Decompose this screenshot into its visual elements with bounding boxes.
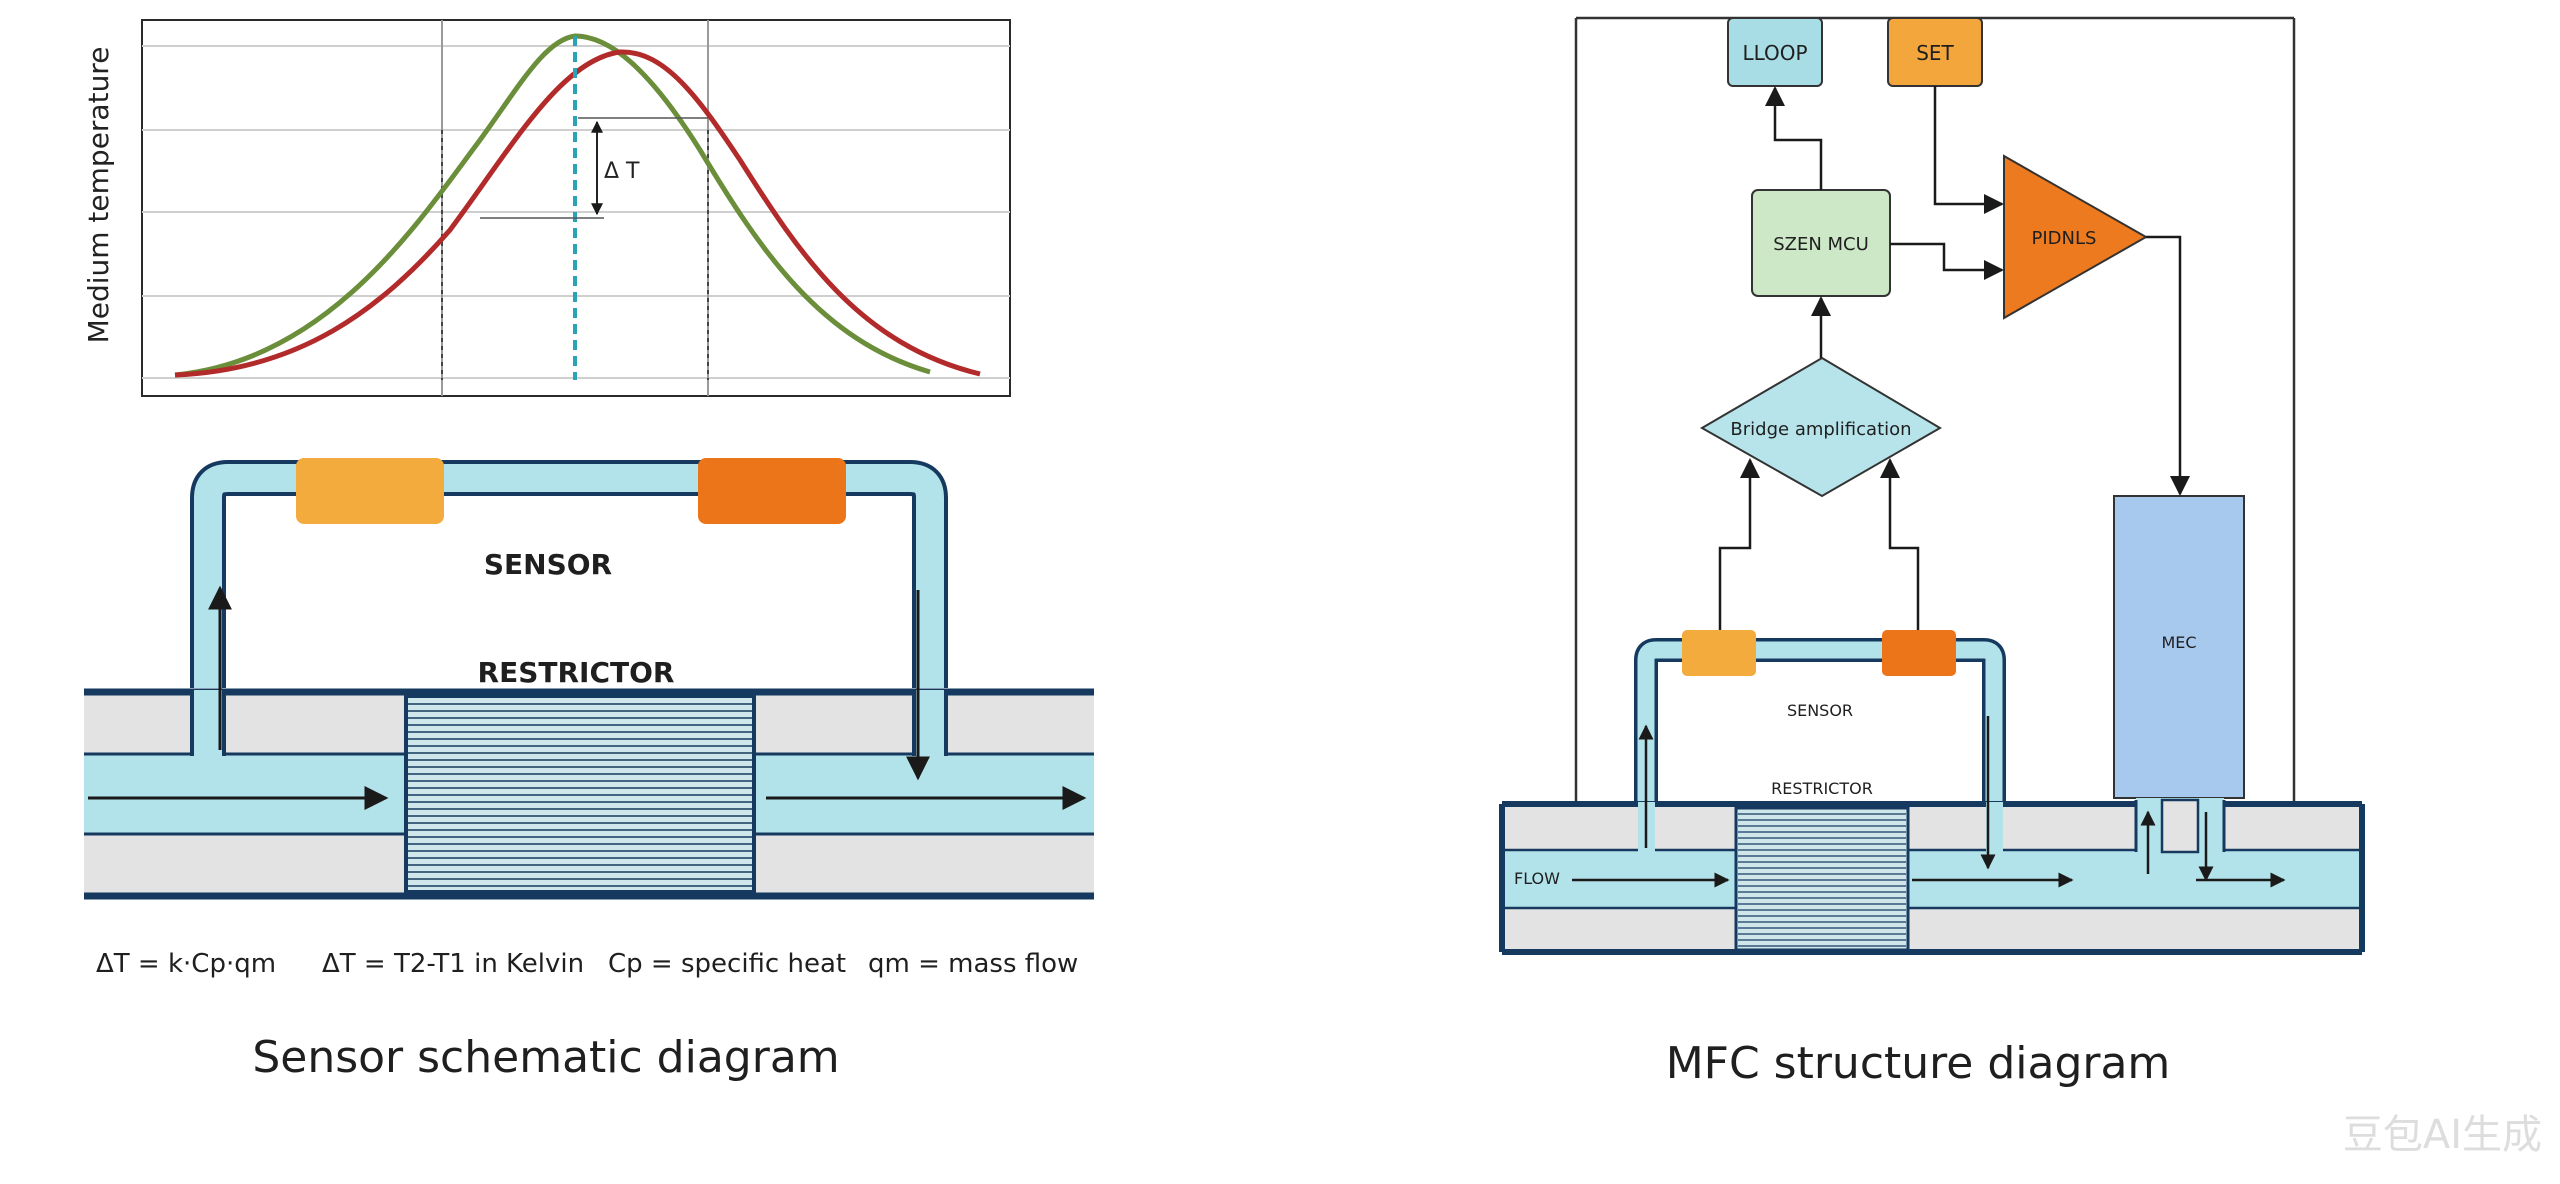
flow-label: FLOW (1514, 869, 1560, 888)
formula-delta-t: ΔT = k·Cp·qm (96, 949, 276, 979)
valve-seat (2160, 798, 2200, 854)
mini-bypass-tube-inner (1637, 641, 2003, 862)
mfc-structure: LLOOP SET SZEN MCU PIDNLS Bridge amplifi… (1499, 16, 2365, 1089)
temperature-profile-chart: Δ T Medium temperature (82, 19, 1011, 397)
tube-entry-left (194, 690, 222, 756)
downstream-temperature-curve (174, 49, 981, 378)
formula-specific-heat: Cp = specific heat (608, 949, 846, 979)
set-to-pid-connector (1933, 86, 2004, 214)
mini-heater-downstream (1882, 630, 1956, 676)
pid-to-mfc-connector (2146, 235, 2190, 496)
mini-sensor-label: SENSOR (1787, 701, 1853, 720)
delta-t-label: Δ T (604, 159, 640, 184)
bypass-tube-inner (194, 464, 944, 752)
mini-restrictor-label: RESTRICTOR (1771, 779, 1873, 798)
formula-delta-t-kelvin: ΔT = T2-T1 in Kelvin (322, 949, 584, 979)
loop-label: LLOOP (1742, 41, 1807, 65)
sensor-label: SENSOR (484, 548, 612, 581)
mini-heater-upstream (1682, 630, 1756, 676)
pid-amplifier (2003, 154, 2149, 320)
mfc-valve-block (2113, 495, 2245, 799)
heater-left-to-bridge (1718, 458, 1760, 630)
mfc-structure-caption: MFC structure diagram (1666, 1038, 2171, 1089)
sensor-schematic-caption: Sensor schematic diagram (252, 1032, 839, 1083)
heater-upstream (296, 458, 444, 524)
mini-pipe-bottom-band (1502, 908, 2362, 952)
ai-watermark: 豆包AI生成 (2343, 1112, 2542, 1158)
restrictor-label: RESTRICTOR (478, 656, 675, 689)
heater-downstream (698, 458, 846, 524)
mcu-to-pid-connector (1890, 242, 2004, 280)
mfc-label: MEC (2161, 633, 2196, 652)
mini-tube-entry (1986, 802, 2003, 852)
chart-ylabel: Medium temperature (82, 47, 115, 344)
sensor-pipe-assembly: SENSOR RESTRICTOR (84, 458, 1094, 900)
mcu-to-loop-connector (1765, 86, 1823, 190)
bridge-label: Bridge amplification (1730, 419, 1911, 440)
formula-mass-flow: qm = mass flow (868, 949, 1078, 979)
mcu-label: SZEN MCU (1773, 234, 1869, 255)
mini-pipe-top-band (1502, 806, 2362, 850)
restrictor-block (404, 694, 756, 894)
tube-entry-right (916, 690, 944, 756)
mini-restrictor-block (1734, 806, 1910, 952)
heater-right-to-bridge (1880, 458, 1920, 630)
pid-label: PIDNLS (2032, 228, 2097, 249)
sensor-schematic: Δ T Medium temperature (82, 19, 1094, 1083)
set-label: SET (1916, 41, 1954, 65)
